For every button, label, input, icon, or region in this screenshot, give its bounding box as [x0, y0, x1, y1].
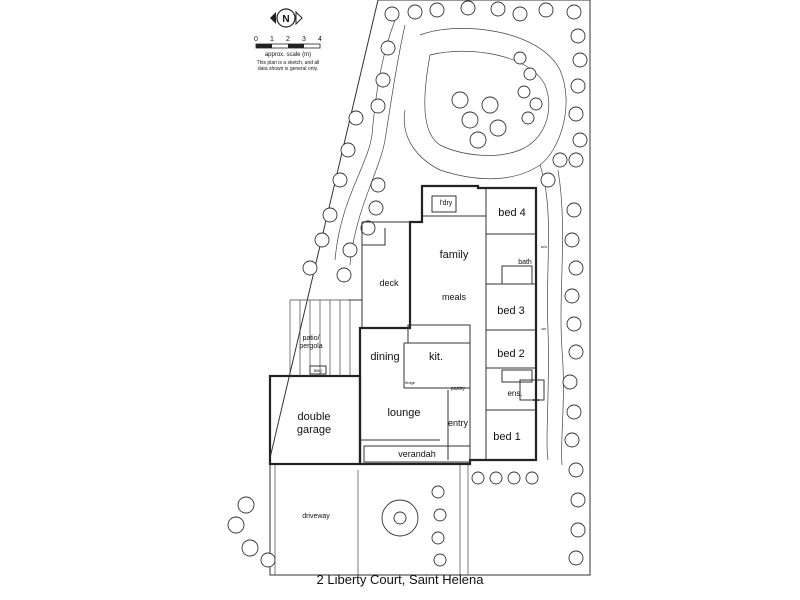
compass-label: N	[282, 14, 289, 25]
room-label-bed-1: bed 1	[493, 431, 521, 443]
room-label-ens: ens.	[507, 389, 522, 398]
room-label-lounge: lounge	[387, 407, 420, 419]
room-label-deck: deck	[379, 278, 399, 288]
spa-label: spa	[533, 397, 540, 402]
room-label-double: double	[297, 411, 330, 423]
property-address-caption: 2 Liberty Court, Saint Helena	[316, 572, 484, 587]
room-label-bed-3: bed 3	[497, 305, 525, 317]
scale-title: approx. scale (m)	[265, 52, 311, 58]
room-label-garage: garage	[297, 424, 331, 436]
scale-tick-2: 2	[286, 36, 290, 43]
driveway-lines	[274, 465, 469, 575]
garden-paths	[334, 19, 567, 466]
wo-label: w/o	[541, 244, 548, 249]
room-label-fridge: fridge	[405, 380, 416, 385]
room-label-pantry: pantry	[451, 386, 465, 392]
room-label-laundry: l'dry	[440, 200, 453, 207]
room-label-bed-2: bed 2	[497, 348, 525, 360]
bbq-label: BBQ	[314, 368, 322, 373]
room-label-dining: dining	[370, 351, 399, 363]
scale-note-line-1: This plan is a sketch, and all	[257, 60, 320, 66]
site-boundary	[269, 0, 591, 576]
room-labels: bed 4 family bath meals deck bed 3 bed 2…	[297, 200, 548, 520]
wc-label: wc	[542, 326, 547, 331]
scale-tick-3: 3	[302, 36, 306, 43]
room-label-patio: patio/	[302, 335, 319, 342]
scale-tick-1: 1	[270, 36, 274, 43]
scale-note-line-2: data shown is general only.	[258, 66, 318, 72]
room-label-pergola: pergola	[299, 343, 322, 350]
room-label-driveway: driveway	[302, 513, 330, 520]
trees	[227, 0, 588, 568]
scale-bar: 0 1 2 3 4 approx. scale (m) This plan is…	[254, 36, 322, 72]
room-label-verandah: verandah	[398, 449, 436, 459]
room-label-bed-4: bed 4	[498, 207, 526, 219]
scale-tick-4: 4	[318, 36, 322, 43]
room-label-kit: kit.	[429, 351, 443, 363]
room-label-entry: entry	[448, 418, 469, 428]
north-compass: N	[270, 8, 303, 28]
room-label-bath: bath	[518, 259, 532, 266]
house-walls	[268, 184, 545, 466]
room-label-family: family	[440, 249, 469, 261]
room-label-meals: meals	[442, 292, 467, 302]
scale-tick-0: 0	[254, 36, 258, 43]
